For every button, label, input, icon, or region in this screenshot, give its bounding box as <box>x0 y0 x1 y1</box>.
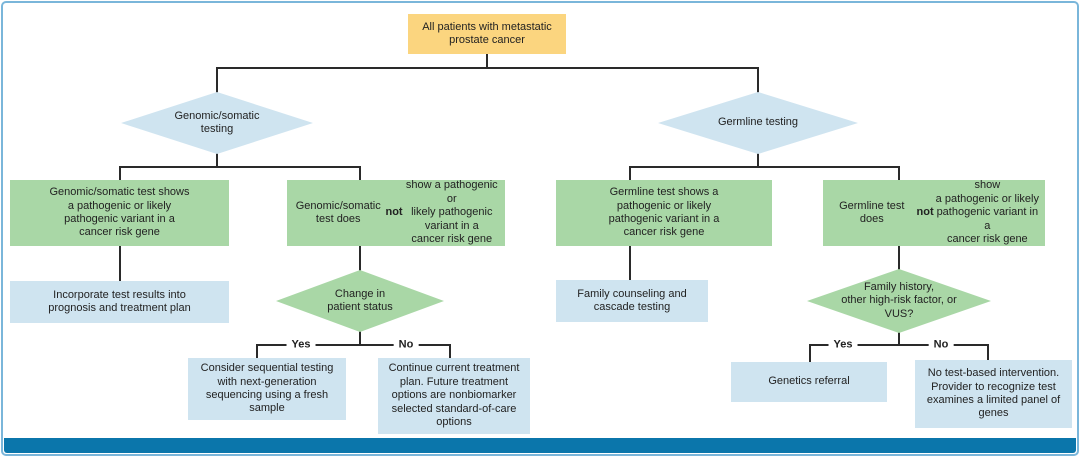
node-genomic-test-positive: Genomic/somatic test shows a pathogenic … <box>10 180 229 246</box>
node-continue-current-treatment: Continue current treatment plan. Future … <box>378 358 530 434</box>
node-no-test-based-intervention: No test-based intervention. Provider to … <box>915 360 1072 428</box>
connector-line <box>359 166 361 181</box>
connector-line <box>898 166 900 181</box>
connector-line <box>256 344 258 358</box>
connector-line <box>629 166 631 181</box>
connector-line <box>757 153 759 168</box>
connector-line <box>898 332 900 345</box>
connector-line <box>898 246 900 270</box>
connector-line <box>359 246 361 272</box>
connector-line <box>987 344 989 361</box>
connector-line <box>216 67 759 69</box>
node-germline-test-negative: Germline test does not show a pathogenic… <box>823 179 1045 246</box>
connector-line <box>449 344 451 359</box>
node-genomic-test-negative: Genomic/somatic test does not show a pat… <box>287 179 505 246</box>
connector-line <box>809 344 989 346</box>
connector-line <box>119 166 361 168</box>
connector-line <box>809 344 811 363</box>
node-genetics-referral: Genetics referral <box>731 362 887 402</box>
connector-line <box>757 67 759 93</box>
branch-label-yes: Yes <box>828 338 858 352</box>
connector-line <box>359 331 361 345</box>
node-germline-test-positive: Germline test shows a pathogenic or like… <box>556 180 772 246</box>
connector-line <box>119 246 121 282</box>
connector-line <box>216 153 218 168</box>
connector-line <box>629 166 900 168</box>
connector-line <box>629 246 631 281</box>
node-all-patients-root: All patients with metastatic prostate ca… <box>408 14 566 54</box>
branch-label-no: No <box>393 338 419 352</box>
node-incorporate-test-results: Incorporate test results into prognosis … <box>10 281 229 323</box>
connector-line <box>119 166 121 181</box>
branch-label-no: No <box>928 338 954 352</box>
node-consider-sequential-testing: Consider sequential testing with next-ge… <box>188 358 346 420</box>
footer-bar <box>4 438 1076 453</box>
connector-line <box>216 67 218 93</box>
node-family-counseling: Family counseling and cascade testing <box>556 280 708 322</box>
connector-line <box>256 344 451 346</box>
branch-label-yes: Yes <box>286 338 316 352</box>
connector-line <box>486 54 488 68</box>
